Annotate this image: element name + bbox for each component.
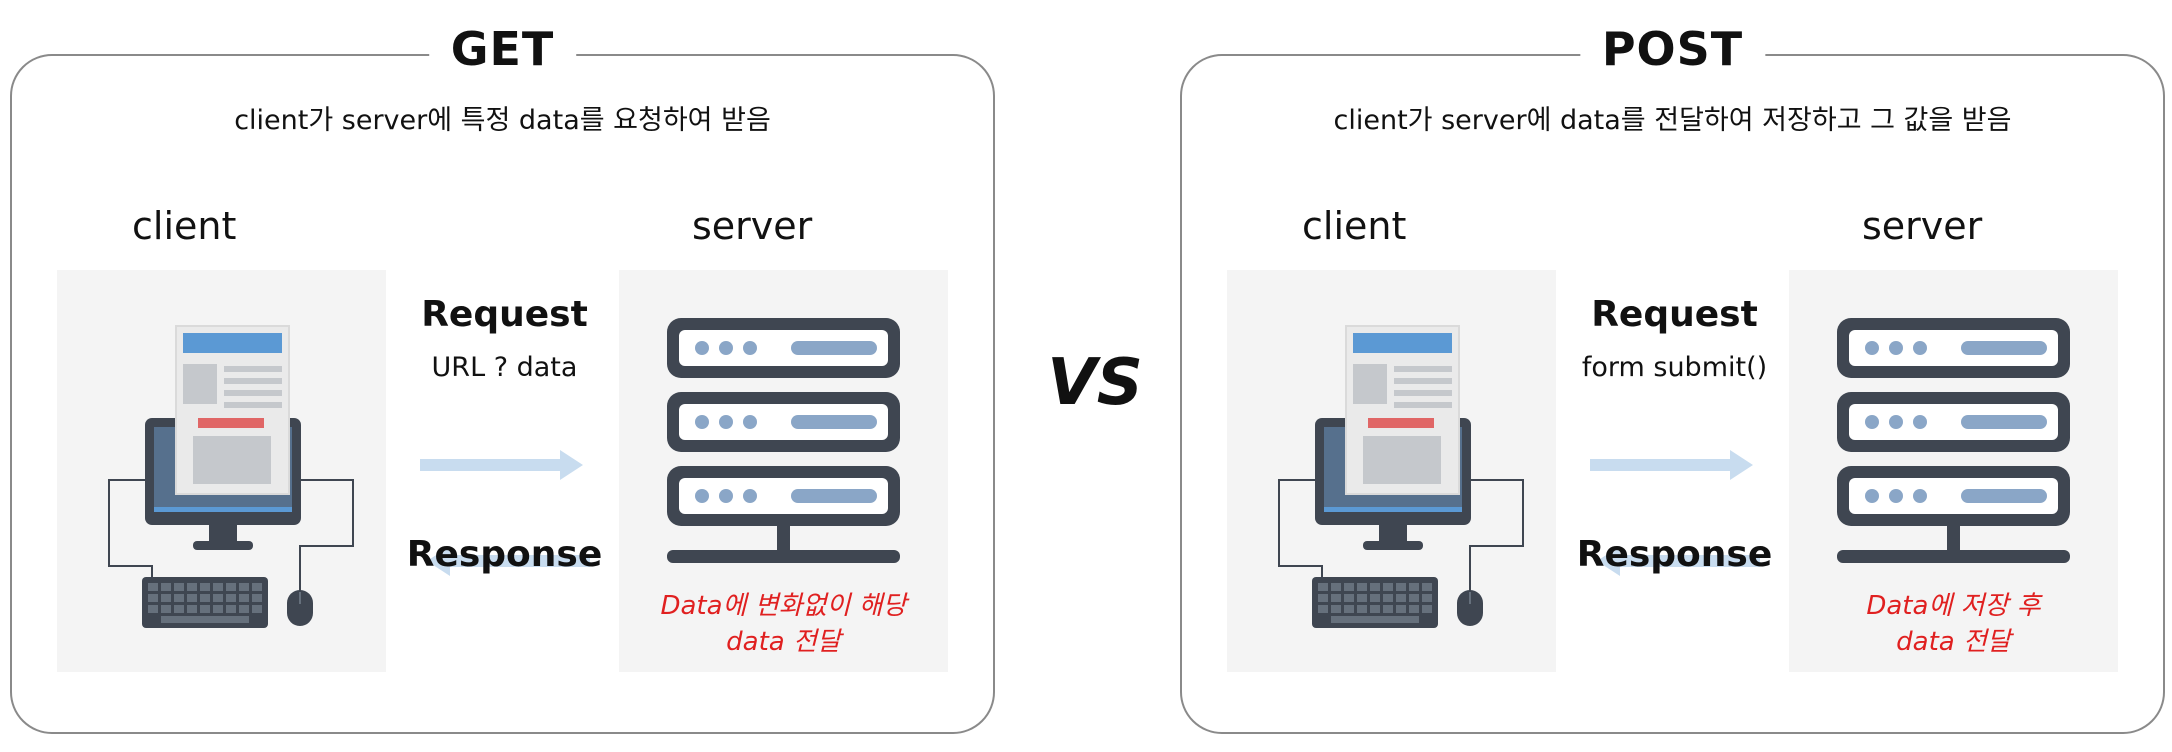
- arrow-left-icon: [1597, 546, 1760, 576]
- get-panel: GET client가 server에 특정 data를 요청하여 받음 cli…: [10, 22, 995, 734]
- arrow-left-icon: [427, 546, 590, 576]
- server-label: server: [692, 204, 813, 248]
- panel-title: POST: [1579, 22, 1766, 76]
- server-note-line2: data 전달: [726, 627, 841, 657]
- server-box: Data에 저장 후 data 전달: [1789, 270, 2118, 672]
- server-box: Data에 변화없이 해당 data 전달: [619, 270, 948, 672]
- arrow-right-icon: [420, 450, 583, 480]
- response-label: Response: [1576, 534, 1773, 575]
- server-note: Data에 변화없이 해당 data 전달: [619, 588, 948, 660]
- post-panel: POST client가 server에 data를 전달하여 저장하고 그 값…: [1180, 22, 2165, 734]
- vs-label: VS: [1047, 346, 1143, 420]
- response-label: Response: [406, 534, 603, 575]
- panel-description: client가 server에 data를 전달하여 저장하고 그 값을 받음: [1333, 105, 2012, 136]
- computer-icon: [1278, 325, 1524, 628]
- client-box: [1227, 270, 1556, 672]
- server-note: Data에 저장 후 data 전달: [1789, 588, 2118, 660]
- client-label: client: [1302, 204, 1407, 248]
- server-note-line1: Data에 변화없이 해당: [660, 591, 907, 621]
- server-note-line1: Data에 저장 후: [1866, 591, 2041, 621]
- server-label: server: [1862, 204, 1983, 248]
- server-note-line2: data 전달: [1896, 627, 2011, 657]
- request-label: Request: [1591, 294, 1758, 335]
- arrow-right-icon: [1590, 450, 1753, 480]
- server-icon: [1837, 318, 2070, 563]
- request-label: Request: [421, 294, 588, 335]
- panel-title: GET: [428, 22, 577, 76]
- request-detail: URL ? data: [431, 352, 578, 383]
- computer-icon: [108, 325, 354, 628]
- client-label: client: [132, 204, 237, 248]
- panel-description: client가 server에 특정 data를 요청하여 받음: [234, 105, 771, 136]
- request-detail: form submit(): [1581, 352, 1768, 383]
- client-box: [57, 270, 386, 672]
- server-icon: [667, 318, 900, 563]
